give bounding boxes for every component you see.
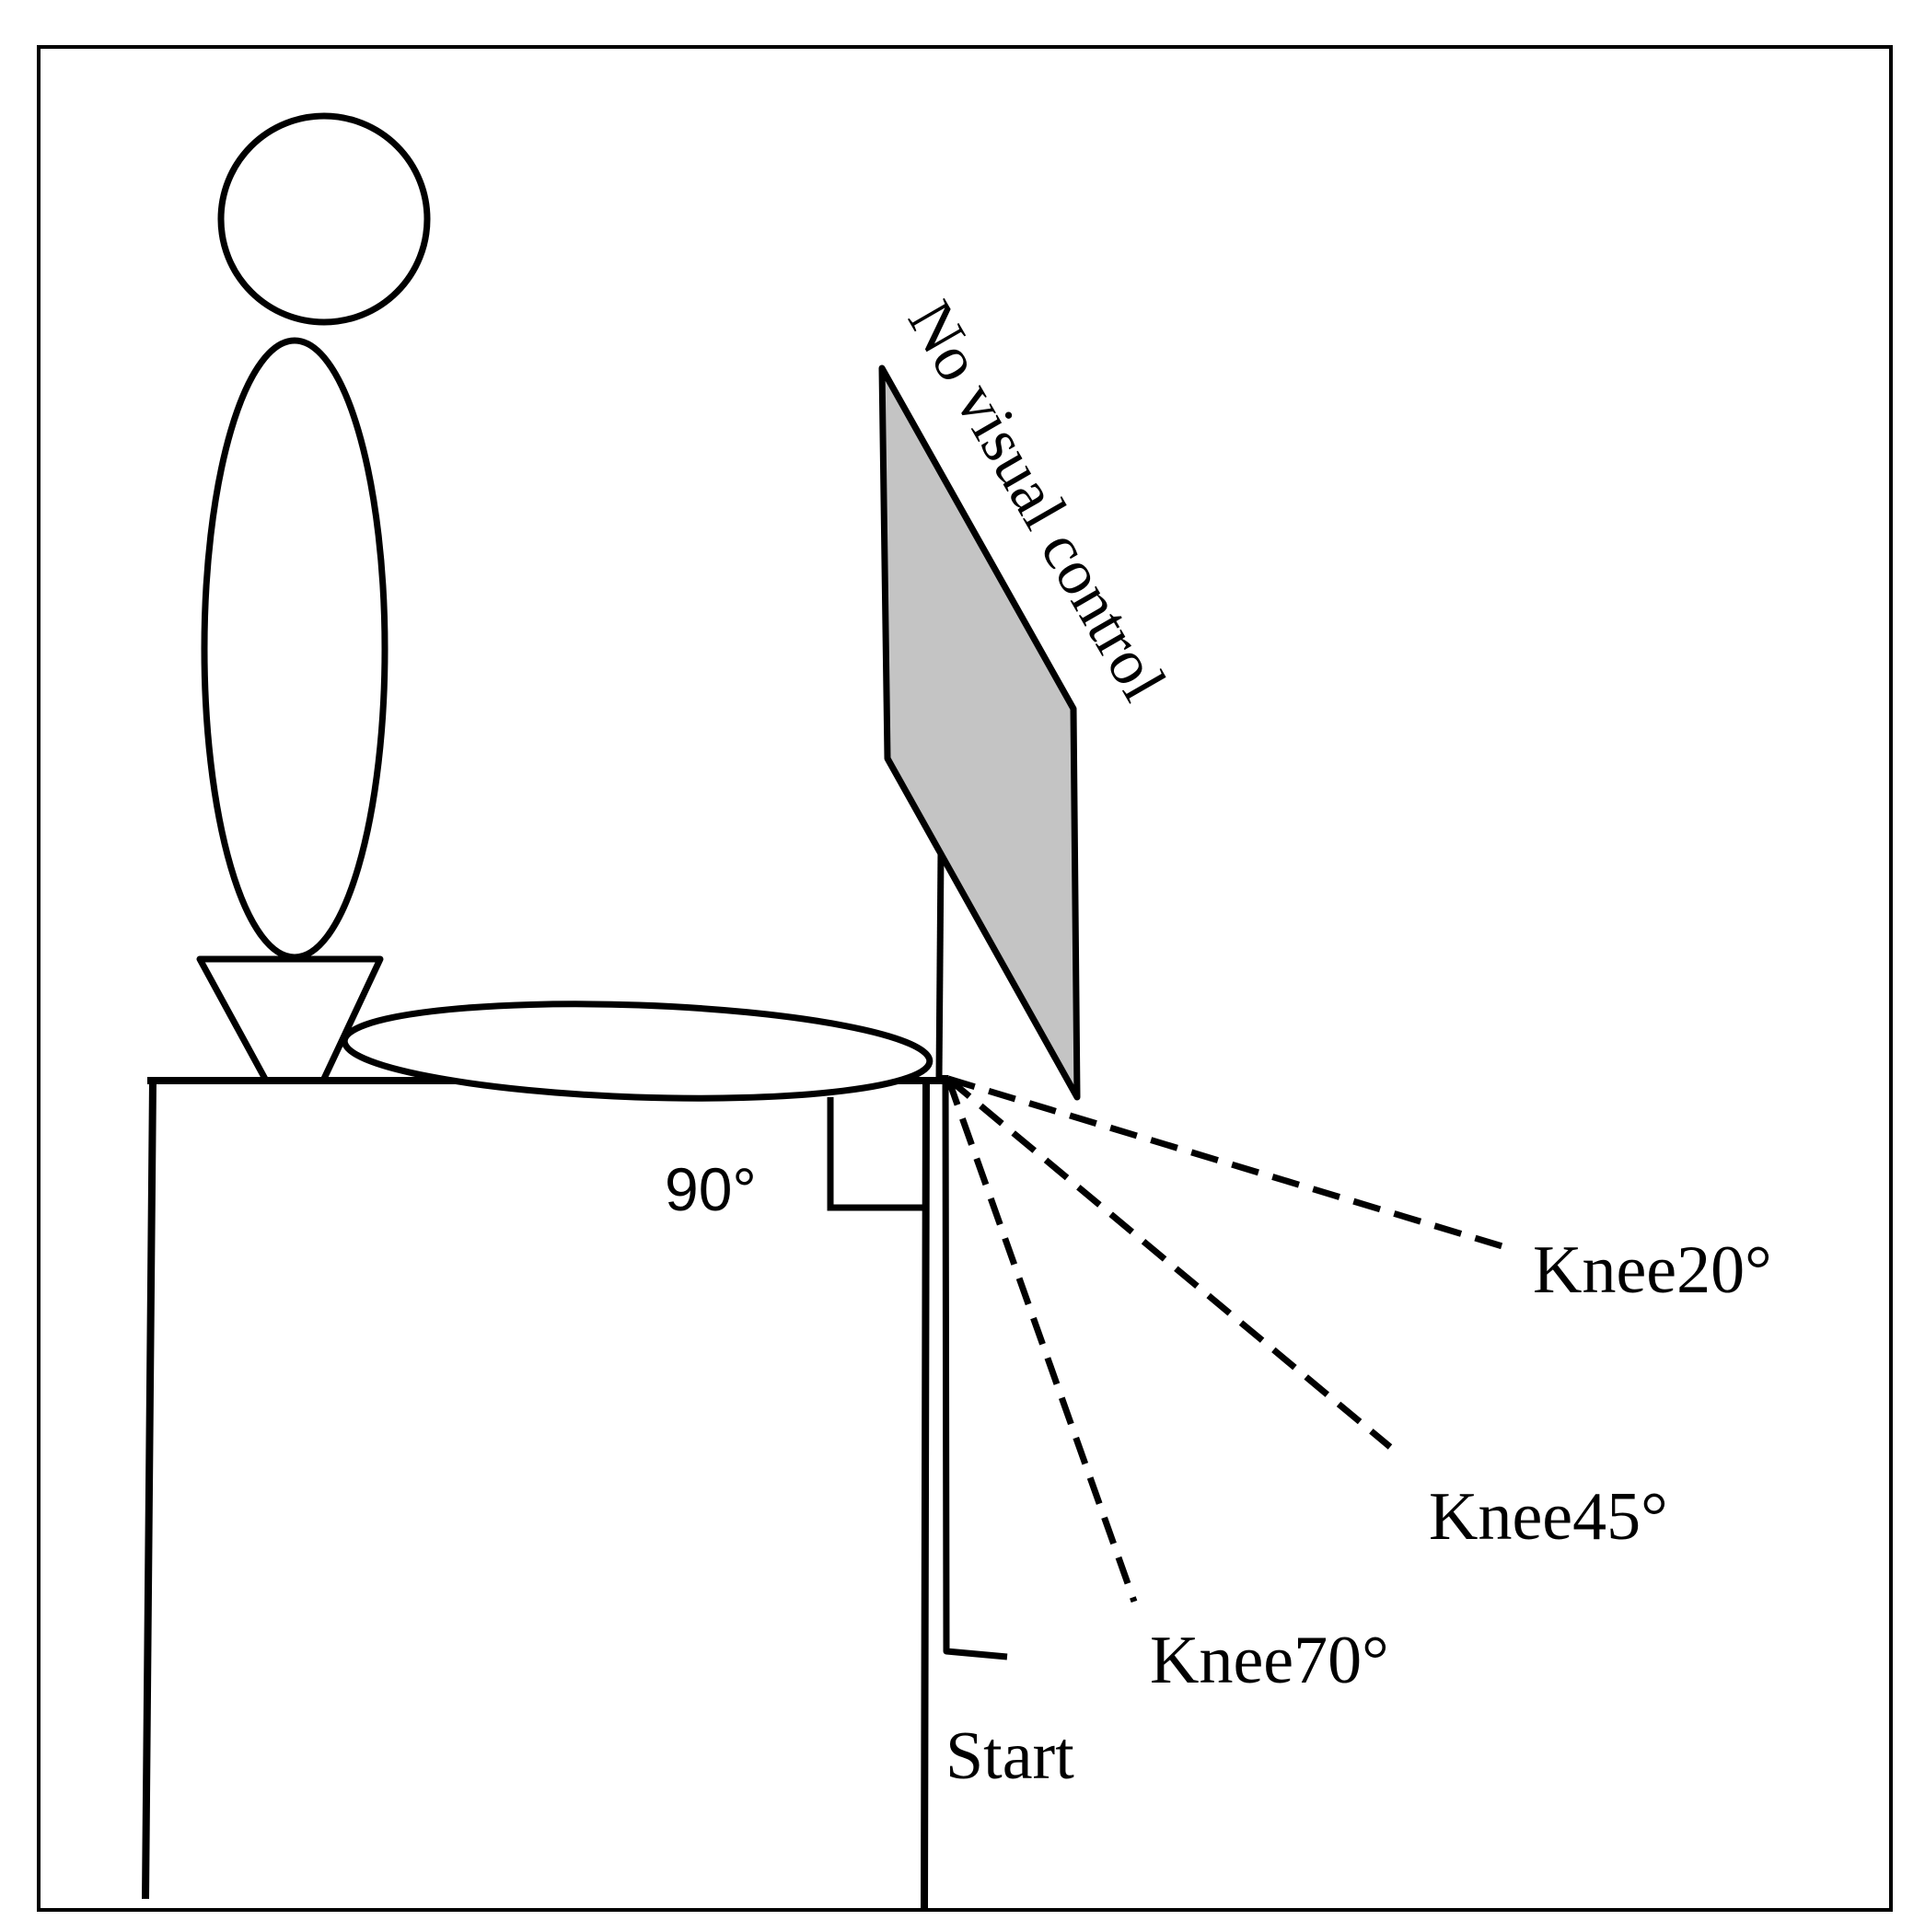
figure-thigh [341,1001,934,1102]
occlusion-screen [878,364,1081,1101]
right-angle-label: 90° [665,1155,757,1223]
lower-leg-start [942,1074,1008,1660]
start-label: Start [945,1718,1074,1794]
figure-head [217,112,431,326]
knee70-line [945,1077,1138,1603]
knee20-line [946,1075,1504,1250]
knee45-label: Knee45° [1429,1479,1668,1555]
screen-pole [935,850,945,1080]
right-angle-marker [827,1097,926,1211]
knee70-label: Knee70° [1150,1623,1389,1698]
knee20-label: Knee20° [1533,1232,1772,1308]
knee45-line [945,1076,1393,1450]
